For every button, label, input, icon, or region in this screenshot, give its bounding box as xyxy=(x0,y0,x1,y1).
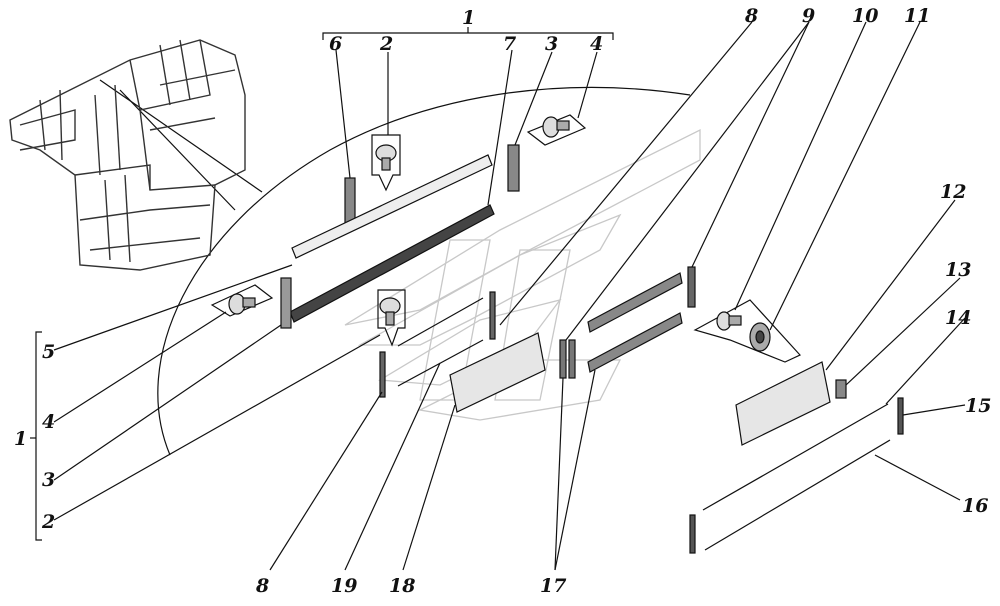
part-7-upper-seal-strip xyxy=(291,154,493,259)
part-17-seal-a xyxy=(559,339,567,379)
callout-8-bottom: 8 xyxy=(255,575,269,597)
part-9-seal xyxy=(687,266,696,308)
part-10-screw xyxy=(693,299,801,363)
part-3-seal-top xyxy=(507,144,520,192)
part-3-seal-left xyxy=(280,277,292,329)
callout-1-left: 1 xyxy=(14,428,27,450)
callout-4-top: 4 xyxy=(590,33,603,55)
callout-6: 6 xyxy=(329,33,342,55)
part-4-screw-left xyxy=(210,284,274,317)
callout-1-top: 1 xyxy=(462,7,475,29)
callout-2-top: 2 xyxy=(379,33,393,55)
callout-18: 18 xyxy=(389,575,415,597)
part-4-screw-top xyxy=(526,114,587,146)
callout-11: 11 xyxy=(904,5,930,27)
cab-frame xyxy=(9,39,246,271)
bracket-left xyxy=(35,331,42,541)
part-8-seal-lower xyxy=(379,351,386,398)
part-19-strip-lower xyxy=(397,339,484,387)
part-7-lower-seal-strip xyxy=(289,204,495,323)
callout-8-top: 8 xyxy=(744,5,758,27)
callout-14: 14 xyxy=(945,307,971,329)
part-16-end-seal xyxy=(689,514,696,554)
part-17-seal-b xyxy=(568,339,576,379)
callout-4-left: 4 xyxy=(42,411,55,433)
callout-19: 19 xyxy=(331,575,357,597)
part-17-strip-upper xyxy=(587,272,683,333)
callout-3-left: 3 xyxy=(42,469,55,491)
callout-9: 9 xyxy=(802,5,815,27)
leader-lines xyxy=(53,21,966,571)
callout-3-top: 3 xyxy=(545,33,558,55)
part-2-screw-top xyxy=(371,134,401,192)
part-16-strip xyxy=(704,439,891,551)
callout-12: 12 xyxy=(940,181,966,203)
callout-17: 17 xyxy=(540,575,566,597)
callout-7: 7 xyxy=(503,33,516,55)
bracket-top xyxy=(322,32,614,40)
part-11-washer xyxy=(749,322,771,352)
part-15-seal xyxy=(897,397,904,435)
callout-2-left: 2 xyxy=(41,511,55,533)
part-19-strip-upper xyxy=(397,297,484,347)
detail-pointer-line-2 xyxy=(119,89,236,211)
part-2-screw-lower xyxy=(377,289,406,347)
part-14-strip xyxy=(702,403,889,511)
part-18-glass-left xyxy=(449,332,546,413)
callout-10: 10 xyxy=(852,5,878,27)
callout-13: 13 xyxy=(945,259,971,281)
callout-5: 5 xyxy=(42,341,55,363)
part-8-seal-upper xyxy=(489,291,496,340)
part-6-seal xyxy=(344,177,356,225)
detail-pointer-line-1 xyxy=(99,79,263,193)
callout-16: 16 xyxy=(962,495,988,517)
part-12-glass-right xyxy=(735,361,831,446)
callout-15: 15 xyxy=(965,395,991,417)
detail-ellipse-outline xyxy=(157,86,691,456)
part-17-strip-lower xyxy=(587,312,683,373)
part-13-seal xyxy=(835,379,847,399)
